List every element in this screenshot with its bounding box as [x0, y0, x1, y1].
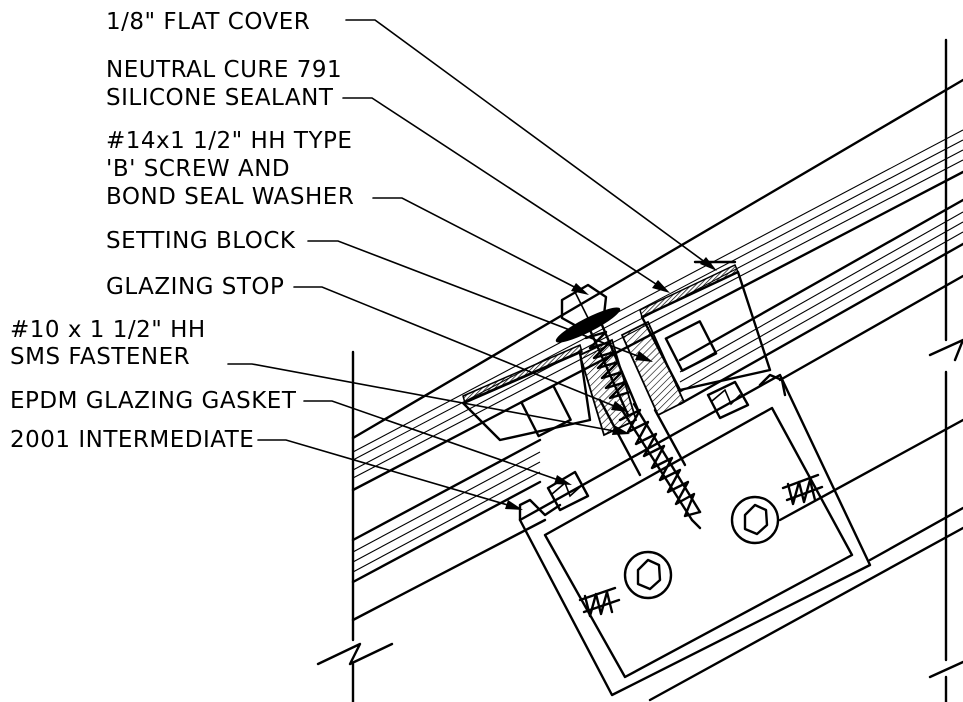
screw-shank-b — [600, 323, 640, 412]
label-setting-block: SETTING BLOCK — [106, 228, 296, 254]
stop-left-void — [520, 384, 572, 438]
epdm-gaskets — [546, 380, 750, 512]
label-sealant-2: SILICONE SEALANT — [106, 85, 334, 111]
intermediate-mullion — [518, 373, 872, 697]
roof-line-6 — [351, 170, 963, 492]
leader-screw — [372, 197, 585, 293]
side-screw-right-threads — [786, 478, 817, 506]
roof-line-2 — [352, 129, 963, 453]
arrowhead-intermediate — [505, 500, 523, 510]
label-sms-fastener: #10 x 1 1/2" HH — [10, 317, 206, 343]
label-glazing-stop-line-1: GLAZING STOP — [106, 274, 284, 300]
sms-threads — [618, 408, 702, 518]
sms-tip — [690, 518, 702, 530]
label-sealant-line-1: NEUTRAL CURE 791 — [106, 57, 342, 83]
label-sealant: NEUTRAL CURE 791 — [106, 57, 342, 83]
side-screw-left-threads — [583, 590, 614, 618]
roof-line-3 — [352, 139, 963, 461]
panel-low-3 — [352, 461, 541, 563]
panel-right-3 — [679, 221, 963, 383]
setting-block-right — [620, 320, 686, 417]
label-screw-2: 'B' SCREW AND — [106, 156, 290, 182]
label-sms-fastener-line-2: SMS FASTENER — [10, 344, 190, 370]
leader-intermediate — [257, 439, 519, 509]
setting-blocks — [578, 320, 686, 437]
label-screw: #14x1 1/2" HH TYPE — [106, 128, 352, 154]
panel-right-2 — [679, 211, 963, 373]
panel-low-5 — [351, 480, 542, 584]
leader-sms-fastener — [227, 363, 626, 434]
mullion-web-left — [598, 398, 642, 477]
panel-low-2 — [352, 451, 541, 553]
hex-socket-right — [743, 503, 769, 536]
flat-cover-left — [462, 343, 583, 405]
side-fasteners — [578, 473, 824, 618]
mullion-inner — [543, 406, 854, 679]
hex-socket-left — [636, 558, 662, 591]
label-intermediate-line-1: 2001 INTERMEDIATE — [10, 427, 254, 453]
mullion-outer — [518, 373, 872, 697]
screw-threads — [584, 330, 632, 400]
label-gasket-line-1: EPDM GLAZING GASKET — [10, 388, 297, 414]
arrowhead-sealant — [652, 280, 670, 293]
label-glazing-stop: GLAZING STOP — [106, 274, 284, 300]
label-sms-fastener-line-1: #10 x 1 1/2" HH — [10, 317, 206, 343]
label-setting-block-line-1: SETTING BLOCK — [106, 228, 296, 254]
label-sealant-line-2: SILICONE SEALANT — [106, 85, 334, 111]
glazing-stop-left — [461, 350, 592, 442]
panel-right-6 — [778, 274, 963, 382]
glazing-panels — [351, 78, 963, 702]
leader-sealant — [342, 97, 666, 291]
panel-right-1 — [678, 198, 963, 362]
gasket-left-fins — [551, 481, 581, 498]
gasket-right — [706, 380, 750, 420]
sms-shank-b — [632, 402, 702, 514]
panel-right-lower — [778, 418, 963, 522]
flat-cover-part — [462, 260, 739, 405]
leader-setting-block — [307, 240, 649, 361]
side-screw-left-b — [582, 598, 621, 614]
flat-cover-right — [639, 263, 739, 319]
panel-right-lower-3 — [648, 526, 963, 702]
right-break-symbol — [928, 338, 963, 362]
label-screw-line-1: #14x1 1/2" HH TYPE — [106, 128, 352, 154]
screw-boss-left — [623, 550, 673, 600]
label-screw-3: BOND SEAL WASHER — [106, 184, 354, 210]
roof-line-5 — [352, 159, 963, 479]
side-screw-right-b — [785, 485, 824, 502]
panel-low-4 — [352, 471, 541, 573]
gasket-right-fins — [711, 388, 741, 406]
bond-seal-washer — [555, 307, 621, 343]
mullion-top-lip-right — [758, 373, 787, 397]
panel-low-bottom — [351, 518, 547, 622]
right-break-lower — [928, 660, 963, 679]
label-sms-fastener-2: SMS FASTENER — [10, 344, 190, 370]
label-screw-line-2: 'B' SCREW AND — [106, 156, 290, 182]
roof-top-line — [351, 78, 963, 440]
screw-boss-right — [730, 495, 780, 545]
leader-flat-cover — [345, 19, 714, 269]
gasket-left — [546, 470, 590, 512]
leader-gasket — [303, 400, 568, 484]
panel-right-5 — [678, 242, 963, 406]
callout-labels: 1/8" FLAT COVER NEUTRAL CURE 791 SILICON… — [10, 9, 354, 453]
label-intermediate: 2001 INTERMEDIATE — [10, 427, 254, 453]
label-screw-line-3: BOND SEAL WASHER — [106, 184, 354, 210]
hh-screw — [555, 283, 640, 417]
panel-right-lower-2 — [868, 506, 963, 562]
panel-right-4 — [679, 231, 963, 393]
screw-head-line — [574, 291, 591, 323]
label-flat-cover: 1/8" FLAT COVER — [106, 9, 310, 35]
mullion-top-lip-left — [518, 498, 562, 522]
sms-fastener — [618, 402, 702, 530]
stop-right-void — [664, 320, 718, 372]
panel-low-1 — [351, 438, 542, 542]
label-flat-cover-line-1: 1/8" FLAT COVER — [106, 9, 310, 35]
left-break-symbol — [316, 642, 394, 666]
mullion-web-right — [653, 408, 687, 467]
label-gasket: EPDM GLAZING GASKET — [10, 388, 297, 414]
